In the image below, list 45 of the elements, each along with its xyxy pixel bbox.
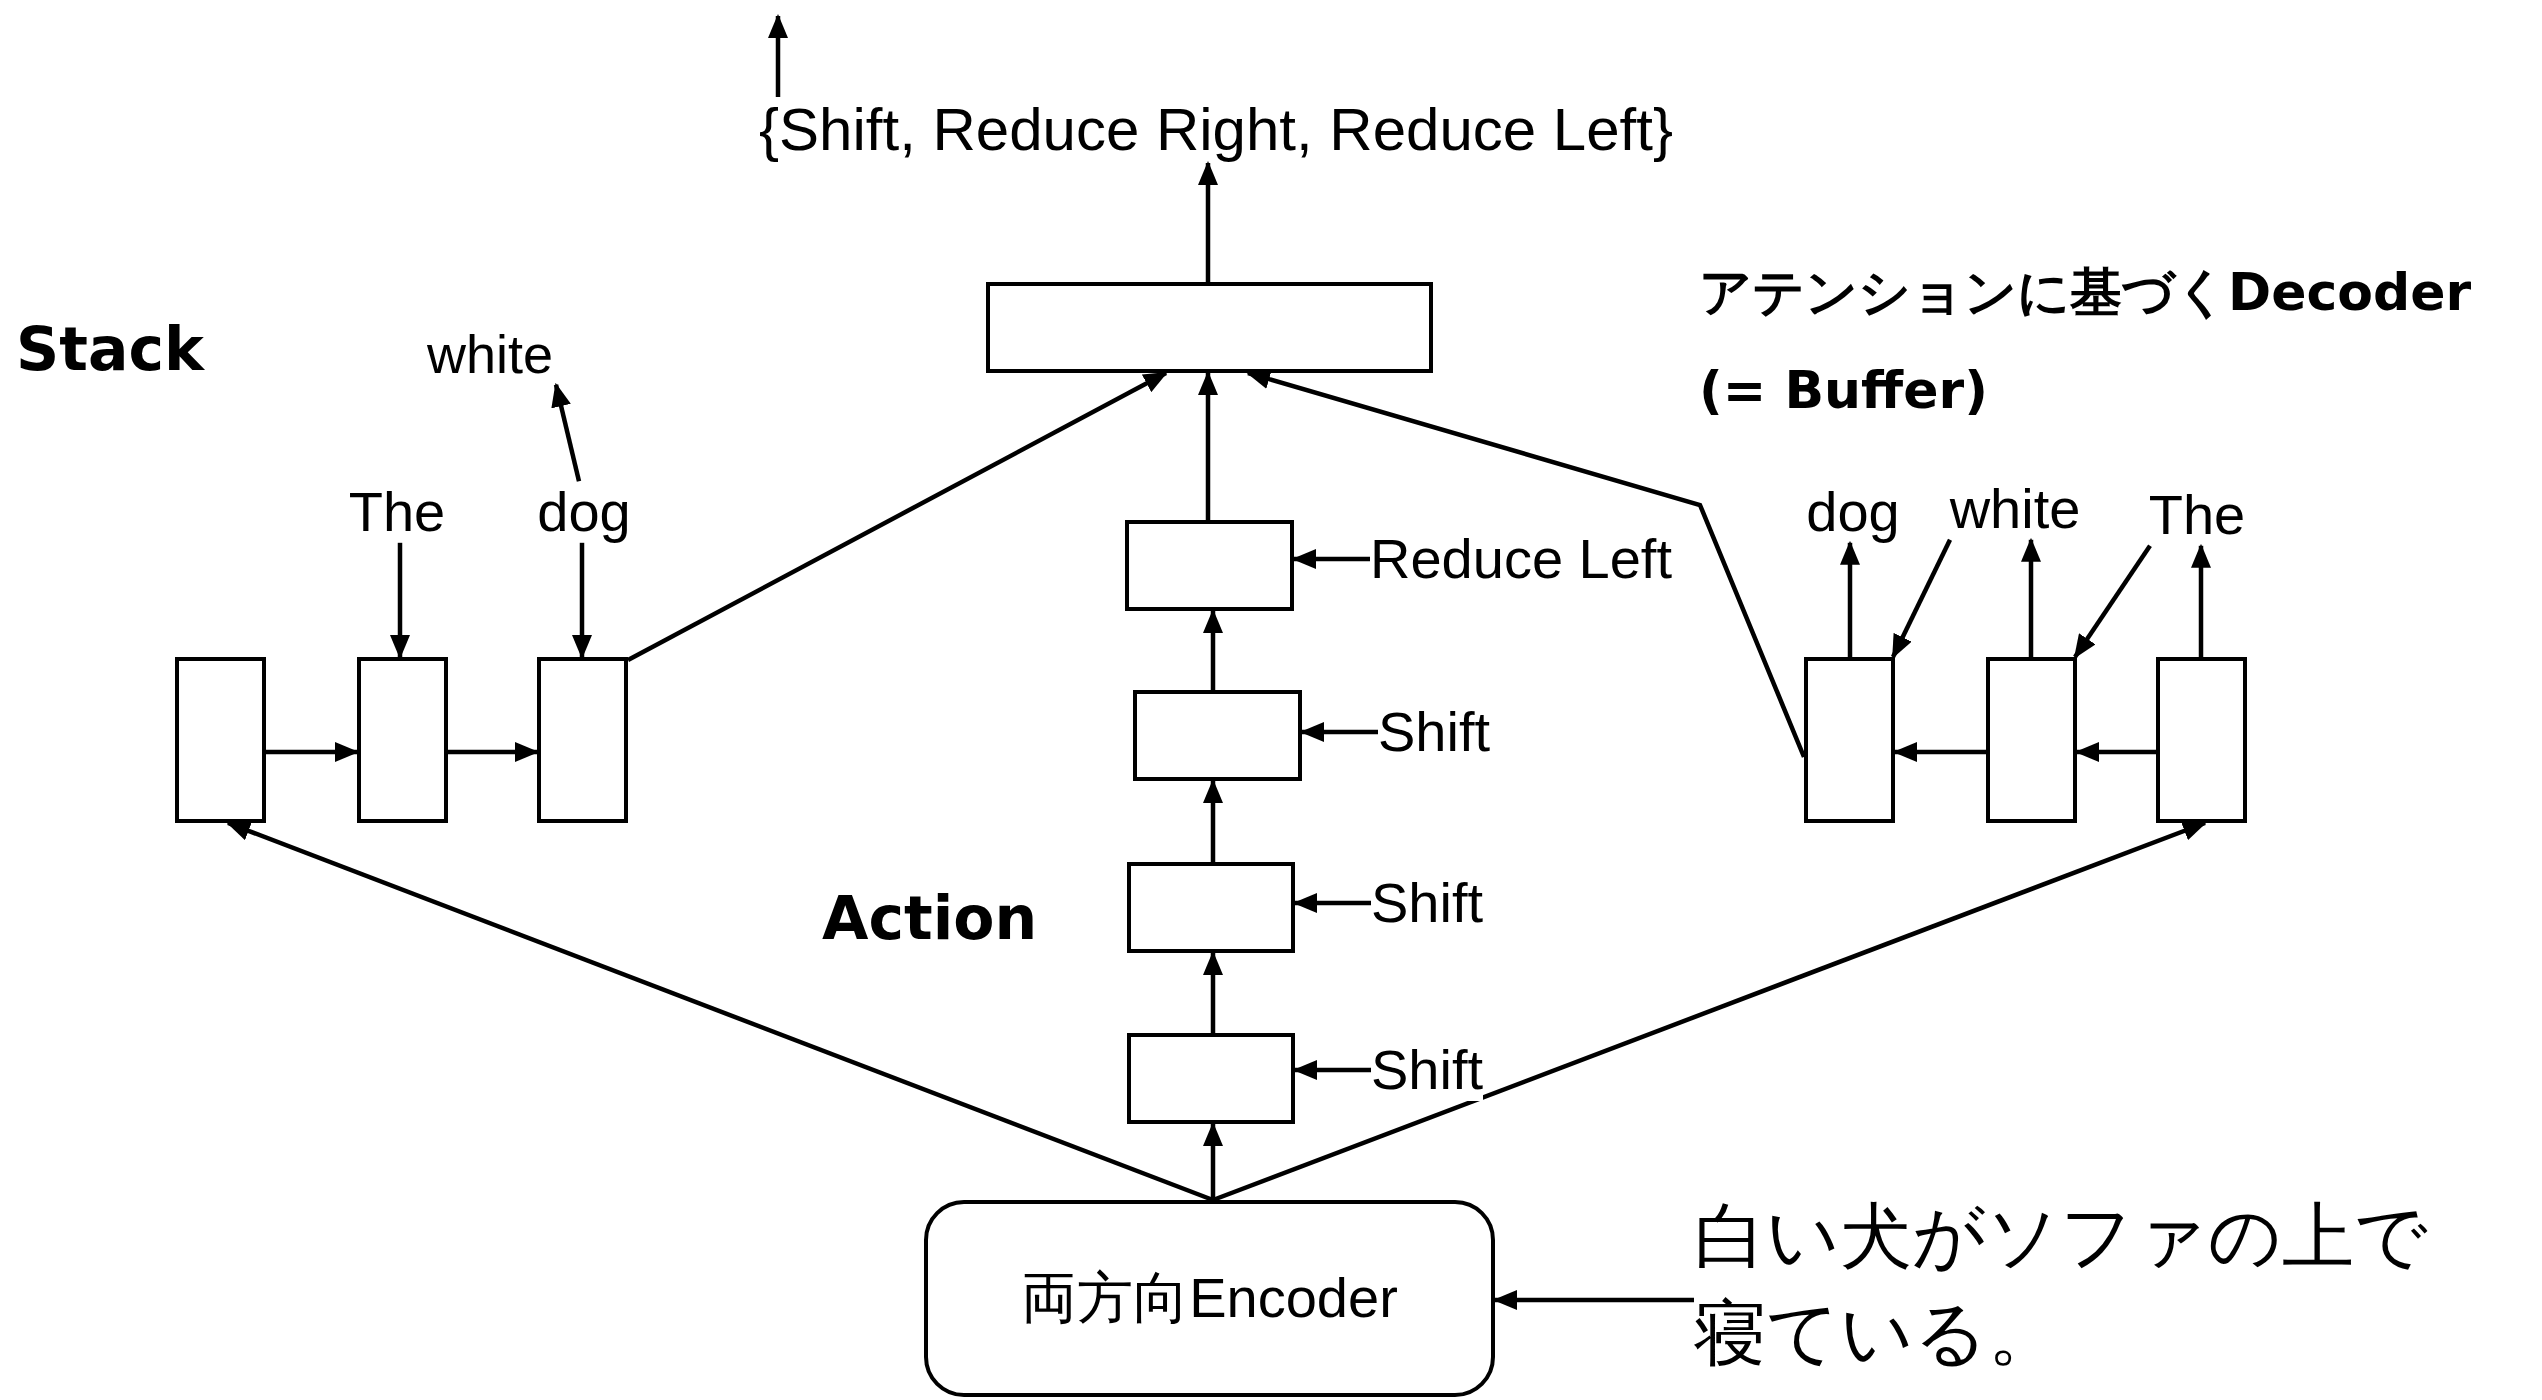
arrow — [1198, 161, 1218, 282]
word-label: The — [348, 481, 446, 543]
sentence: 白い犬がソファの上で寝ている。 — [1694, 1188, 2474, 1383]
arrow — [1203, 1122, 1223, 1200]
layer-box — [357, 657, 448, 823]
layer-box — [986, 282, 1433, 373]
arrow — [390, 542, 410, 659]
arrow — [1840, 540, 1860, 657]
arrow — [1203, 609, 1223, 690]
word-label: dog — [537, 481, 631, 543]
section-heading: アテンションに基づくDecoder — [1699, 264, 2472, 322]
word-label: white — [426, 325, 554, 385]
arrow — [1890, 538, 1953, 659]
layer-box — [1127, 862, 1295, 953]
layer-box — [175, 657, 266, 823]
arrow — [1203, 951, 1223, 1033]
arrow — [2073, 544, 2152, 659]
arrow — [266, 742, 359, 762]
word-label: dog — [1806, 481, 1900, 543]
layer-box — [1986, 657, 2077, 823]
arrow — [768, 14, 788, 97]
layer-box — [2156, 657, 2247, 823]
arrow — [1203, 779, 1223, 862]
arrow — [551, 382, 582, 482]
layer-box — [1127, 1033, 1295, 1124]
section-heading: Action — [822, 885, 1038, 951]
arrow — [2191, 543, 2211, 657]
layer-box — [537, 657, 628, 823]
word-label: Shift — [1378, 701, 1491, 763]
layer-box — [1125, 520, 1294, 611]
arrow — [1198, 371, 1218, 520]
word-label: white — [1949, 478, 2081, 540]
layer-box — [1804, 657, 1895, 823]
arrow — [572, 542, 592, 659]
section-heading: Stack — [16, 316, 204, 382]
arrow — [448, 742, 539, 762]
section-heading: (= Buffer) — [1699, 362, 1988, 420]
word-label: Shift — [1371, 872, 1484, 934]
arrow — [2021, 537, 2041, 657]
encoder-box: 両方向Encoder — [924, 1200, 1495, 1397]
arrow — [1493, 1290, 1694, 1310]
arrow — [626, 371, 1168, 662]
layer-box — [1133, 690, 1302, 781]
word-label: The — [2148, 484, 2246, 546]
word-label: {Shift, Reduce Right, Reduce Left} — [759, 97, 1673, 163]
